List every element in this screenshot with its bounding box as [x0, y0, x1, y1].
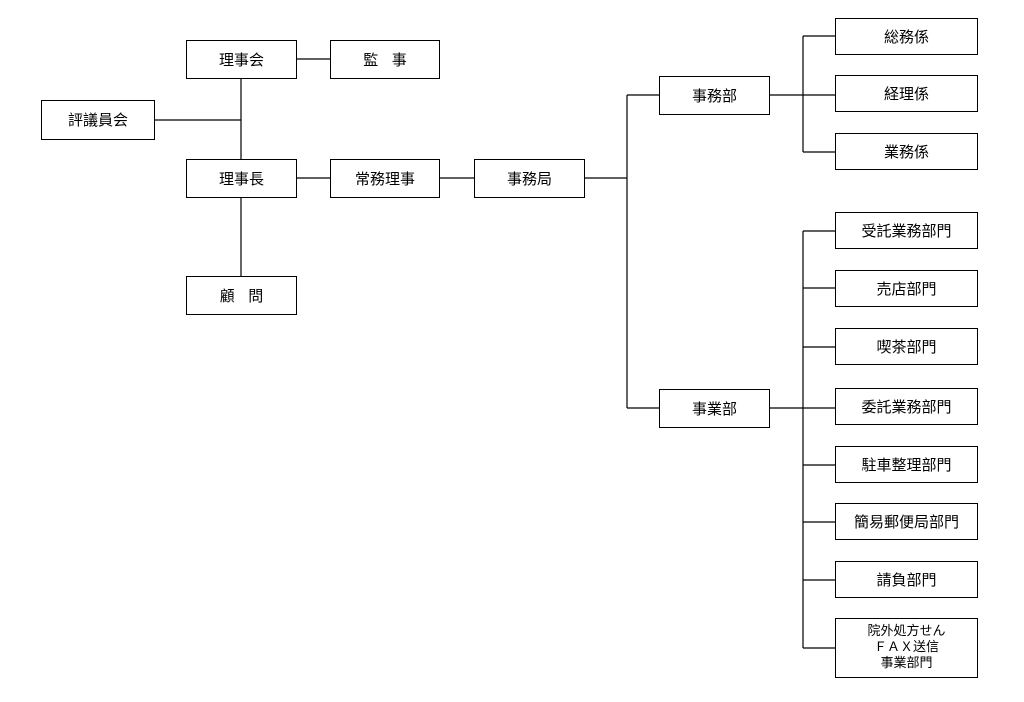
node-rijicho: 理事長 [186, 159, 297, 198]
node-kissa: 喫茶部門 [835, 328, 978, 365]
node-hyogiinkai-label: 評議員会 [67, 111, 128, 129]
node-kanji: 監事 [330, 40, 440, 79]
node-gyomu-label: 業務係 [883, 142, 929, 161]
node-jimukyoku: 事務局 [474, 159, 585, 198]
node-jomuriji-label: 常務理事 [354, 169, 415, 188]
node-baiten: 売店部門 [835, 270, 978, 307]
node-jutaku: 受託業務部門 [835, 212, 978, 249]
node-ukeoi-label: 請負部門 [876, 570, 937, 589]
node-jimubu: 事務部 [659, 76, 770, 115]
node-komon: 顧問 [186, 276, 297, 315]
node-jigyobu-label: 事業部 [691, 399, 737, 418]
node-rijikai-label: 理事会 [218, 50, 264, 69]
node-somu-label: 総務係 [883, 27, 929, 46]
node-yubin: 簡易郵便局部門 [835, 503, 978, 540]
node-fax-line-2: ＦＡＸ送信 [873, 639, 939, 655]
node-keiri: 経理係 [835, 75, 978, 112]
node-itaku: 委託業務部門 [835, 388, 978, 425]
node-fax-line-3: 事業部門 [880, 656, 933, 672]
node-baiten-label: 売店部門 [876, 279, 937, 298]
node-rijikai: 理事会 [186, 40, 297, 79]
node-jomuriji: 常務理事 [330, 159, 440, 198]
node-jutaku-label: 受託業務部門 [861, 221, 952, 240]
node-kanji-label: 監事 [363, 50, 421, 69]
node-fax-line-1: 院外処方せん [867, 623, 946, 639]
node-chusha: 駐車整理部門 [835, 446, 978, 483]
node-kissa-label: 喫茶部門 [876, 337, 937, 356]
node-keiri-label: 経理係 [883, 84, 929, 103]
node-fax: 院外処方せん ＦＡＸ送信 事業部門 [835, 618, 978, 678]
node-jimukyoku-label: 事務局 [506, 169, 552, 188]
node-gyomu: 業務係 [835, 133, 978, 170]
node-komon-label: 顧問 [219, 286, 277, 305]
node-jimubu-label: 事務部 [691, 86, 737, 105]
node-ukeoi: 請負部門 [835, 561, 978, 598]
node-chusha-label: 駐車整理部門 [861, 455, 952, 474]
node-somu: 総務係 [835, 18, 978, 55]
node-rijicho-label: 理事長 [218, 169, 264, 188]
node-jigyobu: 事業部 [659, 389, 770, 428]
node-itaku-label: 委託業務部門 [861, 397, 952, 416]
node-hyogiinkai: 評議員会 [41, 100, 155, 140]
node-yubin-label: 簡易郵便局部門 [853, 512, 959, 531]
